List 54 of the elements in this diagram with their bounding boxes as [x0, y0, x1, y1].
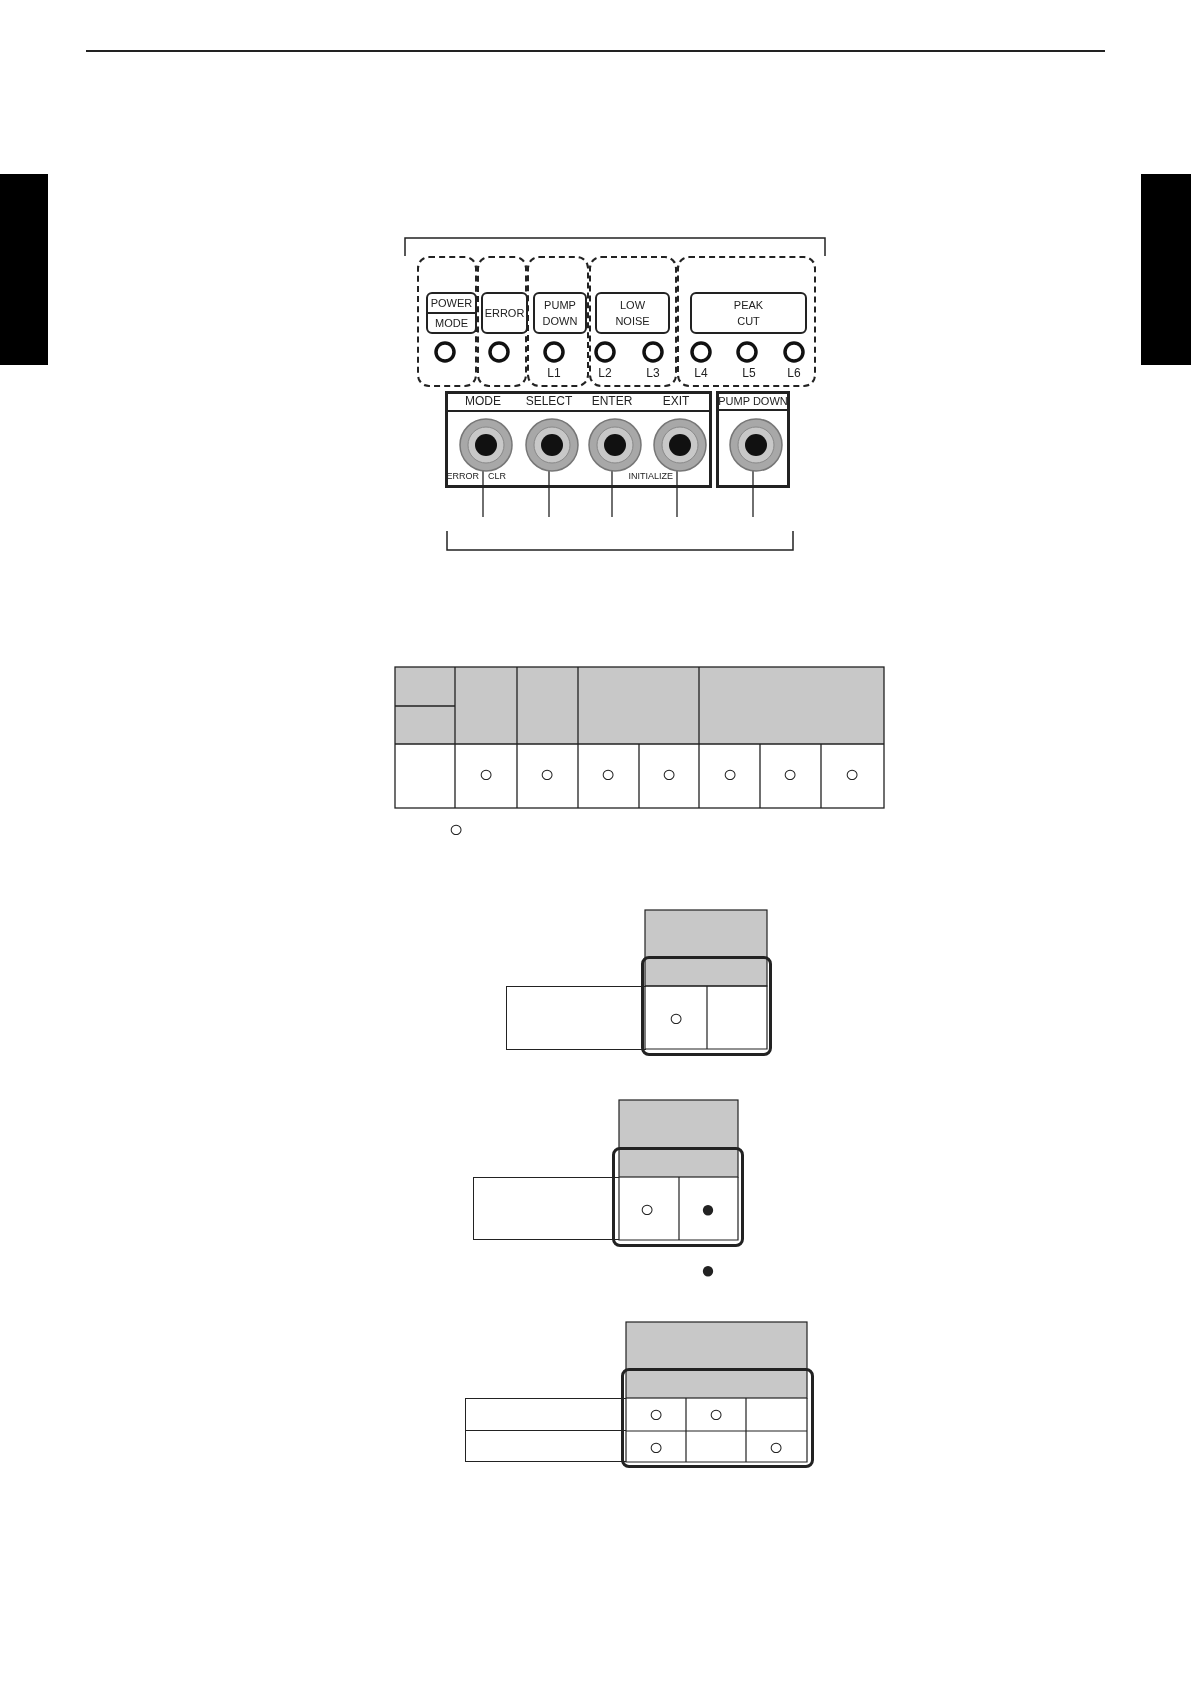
panel-text: CLR [488, 471, 506, 481]
panel-text: L2 [598, 367, 612, 379]
push-button [525, 418, 579, 472]
push-button [588, 418, 642, 472]
panel-text: L4 [694, 367, 708, 379]
status-mark: ○ [661, 762, 677, 786]
status-mark: ○ [668, 1006, 684, 1030]
button-panel [716, 391, 790, 488]
indicator-label-box [426, 292, 477, 334]
dashed-group [589, 256, 677, 387]
indicator-label: PEAK CUT [732, 298, 765, 329]
panel-text: L1 [547, 367, 561, 379]
panel-text: EXIT [662, 395, 690, 407]
panel-text: INITIALIZE [628, 471, 673, 481]
status-mark: ○ [478, 762, 494, 786]
indicator-label: ERROR [484, 306, 525, 321]
dashed-group [527, 256, 589, 387]
indicator-label: PUMP DOWN [541, 298, 579, 329]
panel-text: L5 [742, 367, 756, 379]
status-mark: ● [700, 1197, 716, 1221]
indicator-label: LOW NOISE [614, 298, 651, 329]
button-panel [445, 391, 712, 488]
status-mark: ○ [639, 1197, 655, 1221]
panel-text: L6 [787, 367, 801, 379]
status-mark: ○ [844, 762, 860, 786]
status-mark: ○ [782, 762, 798, 786]
push-button [459, 418, 513, 472]
indicator-label: POWER [430, 296, 473, 311]
indicator-label-box [533, 292, 587, 334]
status-mark: ○ [539, 762, 555, 786]
panel-text: SELECT [525, 395, 573, 407]
status-mark: ○ [722, 762, 738, 786]
panel-heading: PUMP DOWN [718, 396, 788, 407]
side-tab [1141, 174, 1191, 365]
status-mark: ● [700, 1258, 716, 1282]
panel-text: ENTER [591, 395, 633, 407]
indicator-label-box [595, 292, 670, 334]
status-mark: ○ [708, 1402, 724, 1426]
side-tab [0, 174, 48, 365]
status-mark: ○ [600, 762, 616, 786]
status-mark: ○ [448, 817, 464, 841]
status-mark: ○ [648, 1435, 664, 1459]
indicator-label-box [690, 292, 807, 334]
indicator-label-box [481, 292, 528, 334]
dashed-group [677, 256, 816, 387]
dashed-group [417, 256, 477, 387]
panel-text: MODE [465, 395, 501, 407]
status-mark: ○ [648, 1402, 664, 1426]
indicator-label: MODE [435, 316, 468, 331]
dashed-group [477, 256, 527, 387]
panel-text: L3 [646, 367, 660, 379]
push-button [729, 418, 783, 472]
status-mark: ○ [768, 1435, 784, 1459]
push-button [653, 418, 707, 472]
